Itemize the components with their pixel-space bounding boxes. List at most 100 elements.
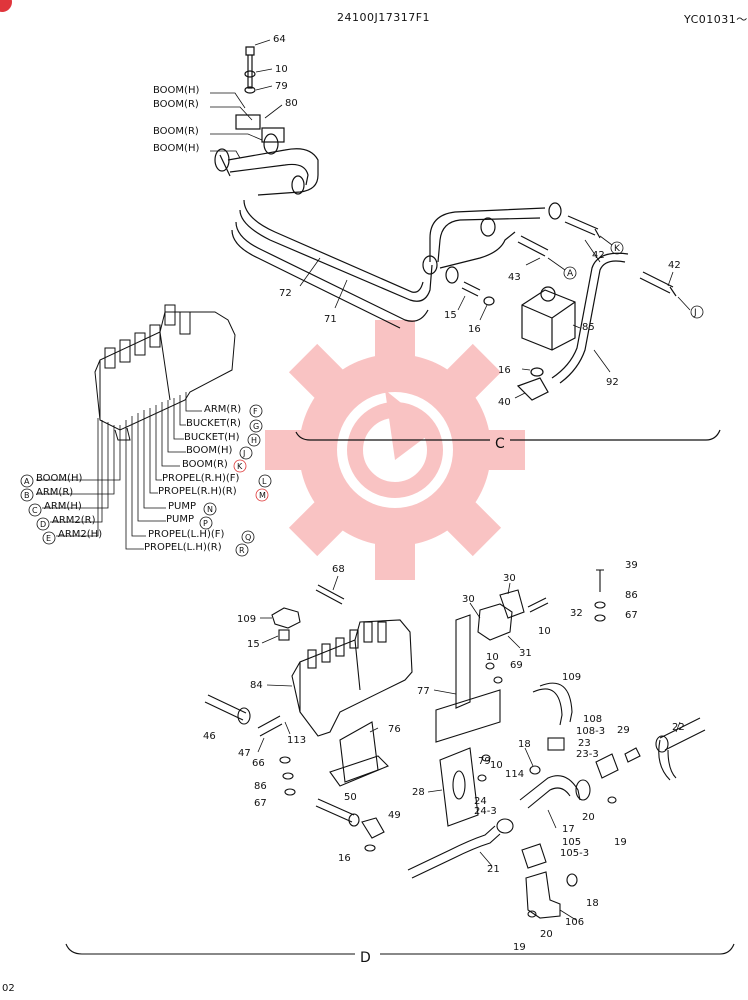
part-d-30-left: 30: [462, 594, 475, 605]
part-d-109-right: 109: [562, 672, 581, 683]
legend-right-letter-7: M: [259, 491, 266, 500]
section-d-leaders: [257, 575, 681, 921]
legend-right-11: PROPEL(L.H)(R): [144, 542, 222, 553]
part-10: 10: [275, 64, 288, 75]
legend-left-letter-4: D: [40, 520, 46, 529]
part-85: 85: [582, 322, 595, 333]
part-d-19-lower: 19: [513, 942, 526, 953]
legend-right-letter-3: H: [251, 436, 257, 445]
part-d-49: 49: [388, 810, 401, 821]
legend-right-2: BUCKET(R): [186, 418, 241, 429]
part-15: 15: [444, 310, 457, 321]
part-d-20-upper: 20: [582, 812, 595, 823]
legend-right-letter-2: G: [253, 422, 259, 431]
legend-right-letter-11: R: [239, 546, 245, 555]
part-d-16: 16: [338, 853, 351, 864]
part-d-114: 114: [505, 769, 524, 780]
section-c-pipe-tags: BOOM(H) BOOM(R) BOOM(R) BOOM(H): [153, 85, 199, 154]
legend-right-letter-10: Q: [245, 533, 251, 542]
part-92: 92: [606, 377, 619, 388]
part-d-47: 47: [238, 748, 251, 759]
legend-right-6: PROPEL(R.H)(F): [162, 473, 240, 484]
part-d-77: 77: [417, 686, 430, 697]
legend-right-letter-9: P: [203, 519, 208, 528]
serial-range: YC01031～: [684, 13, 748, 26]
legend-right-7: PROPEL(R.H)(R): [158, 486, 237, 497]
part-d-39: 39: [625, 560, 638, 571]
part-d-86-left: 86: [254, 781, 267, 792]
part-d-86-right: 86: [625, 590, 638, 601]
legend-right-3: BUCKET(H): [184, 432, 240, 443]
part-72: 72: [279, 288, 292, 299]
pipe-tag-boom-r-lower: BOOM(R): [153, 126, 199, 137]
part-d-50: 50: [344, 792, 357, 803]
valve-legend-leaders: [36, 392, 202, 550]
legend-right-4: BOOM(H): [186, 445, 232, 456]
section-d-part-numbers: 68 109 15 84 46 47 113 66 86 67 50 49 16…: [203, 560, 685, 953]
part-d-79: 79: [478, 756, 491, 767]
valve-legend-right: ARM(R) BUCKET(R) BUCKET(H) BOOM(H) BOOM(…: [144, 404, 241, 553]
part-d-32: 32: [570, 608, 583, 619]
part-d-67-left: 67: [254, 798, 267, 809]
legend-left-letter-1: A: [24, 477, 30, 486]
part-43: 43: [508, 272, 521, 283]
port-letter-k: K: [614, 244, 621, 254]
part-40: 40: [498, 397, 511, 408]
section-c-part-numbers: 64 10 79 80 72 71 42 43 42 15 16 85 16 4…: [273, 34, 681, 408]
legend-left-4: ARM2(R): [52, 515, 96, 526]
gear-watermark-icon: [265, 320, 525, 580]
section-c-label: C: [495, 436, 505, 452]
part-d-105: 105: [562, 837, 581, 848]
valve-legend-left: BOOM(H) ARM(R) ARM(H) ARM2(R) ARM2(H): [36, 473, 102, 540]
document-code: 24100J17317F1: [337, 11, 431, 24]
part-64: 64: [273, 34, 286, 45]
section-c-port-letters: K A J: [563, 241, 704, 319]
part-d-24: 24: [474, 796, 487, 807]
legend-right-letter-8: N: [207, 505, 213, 514]
legend-left-2: ARM(R): [36, 487, 73, 498]
part-d-108: 108: [583, 714, 602, 725]
legend-right-letter-1: F: [253, 407, 258, 416]
part-16-lower: 16: [498, 365, 511, 376]
legend-right-9: PUMP: [166, 514, 194, 525]
part-d-106: 106: [565, 917, 584, 928]
legend-right-letter-4: J: [242, 449, 245, 458]
part-42-lower: 42: [668, 260, 681, 271]
legend-left-letter-5: E: [46, 534, 51, 543]
part-71: 71: [324, 314, 337, 325]
legend-right-letter-5: K: [237, 462, 243, 471]
legend-right-1: ARM(R): [204, 404, 241, 415]
section-c-leaders: [210, 39, 691, 399]
part-16-upper: 16: [468, 324, 481, 335]
page-footer-fragment: 02: [2, 983, 15, 994]
port-letter-j: J: [693, 308, 697, 318]
port-letter-k-ring: [610, 241, 624, 255]
part-d-113: 113: [287, 735, 306, 746]
part-d-46: 46: [203, 731, 216, 742]
part-d-29: 29: [617, 725, 630, 736]
part-d-30-right: 30: [503, 573, 516, 584]
part-d-22: 22: [672, 722, 685, 733]
section-d-label: D: [360, 950, 371, 966]
part-d-23: 23: [578, 738, 591, 749]
part-d-23-3: 23-3: [576, 749, 599, 760]
pipe-tag-boom-h-upper: BOOM(H): [153, 85, 199, 96]
part-80: 80: [285, 98, 298, 109]
section-c-pipework: [214, 46, 721, 441]
part-d-105-3: 105-3: [560, 848, 589, 859]
part-d-19-upper: 19: [614, 837, 627, 848]
part-d-15: 15: [247, 639, 260, 650]
valve-legend-left-letters: A B C D E: [20, 474, 56, 545]
part-d-84: 84: [250, 680, 263, 691]
part-d-67-right: 67: [625, 610, 638, 621]
legend-left-1: BOOM(H): [36, 473, 82, 484]
part-d-24-3: 24-3: [474, 806, 497, 817]
part-79: 79: [275, 81, 288, 92]
part-d-69: 69: [510, 660, 523, 671]
part-d-10-top: 10: [538, 626, 551, 637]
legend-right-letter-6: L: [262, 477, 267, 486]
legend-left-letter-3: C: [32, 506, 38, 515]
part-d-18-bottom: 18: [586, 898, 599, 909]
pipe-tag-boom-h-lower: BOOM(H): [153, 143, 199, 154]
